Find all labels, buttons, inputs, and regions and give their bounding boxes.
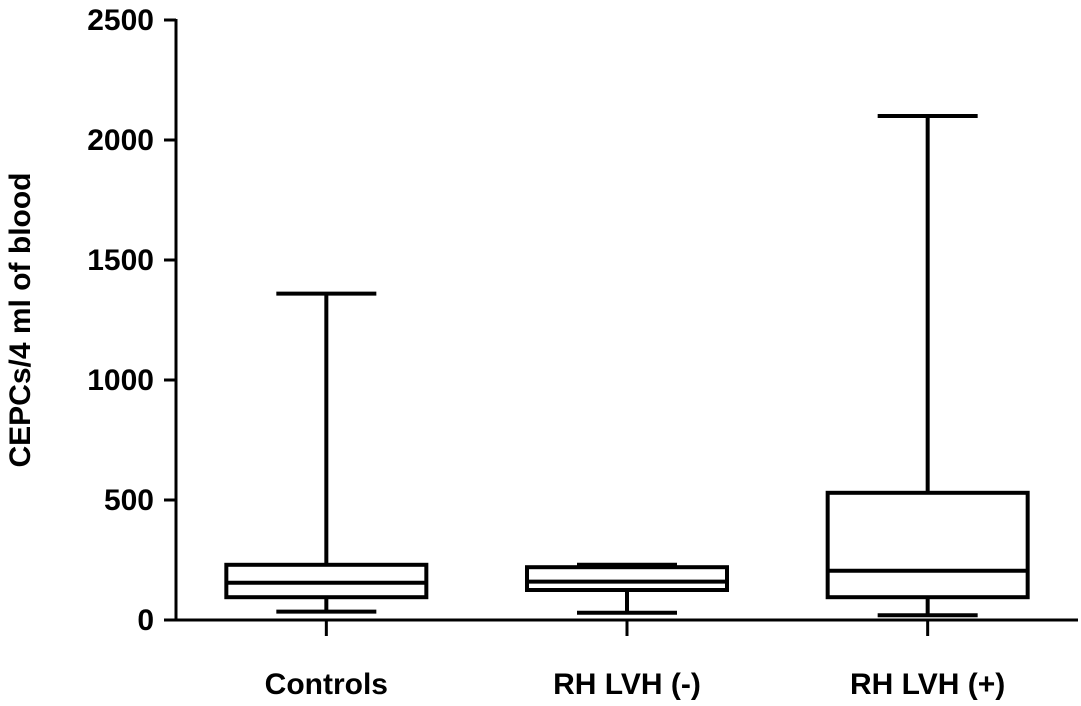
y-tick-label: 500 <box>104 484 154 517</box>
box-group <box>224 291 429 614</box>
x-axis-ticks: Controls RH LVH (-) RH LVH (+) <box>265 620 1005 701</box>
iqr-box <box>525 565 729 593</box>
y-tick-label: 1500 <box>87 244 154 277</box>
box-group <box>525 562 729 615</box>
x-tick-label: RH LVH (-) <box>553 668 701 701</box>
y-tick-label: 2500 <box>87 4 154 37</box>
y-tick-label: 2000 <box>87 124 154 157</box>
box-group <box>825 114 1030 618</box>
box-series <box>224 114 1030 618</box>
x-tick-label: RH LVH (+) <box>850 668 1005 701</box>
y-tick-label: 0 <box>137 604 154 637</box>
y-tick-label: 1000 <box>87 364 154 397</box>
y-axis-title: CEPCs/4 ml of blood <box>4 172 37 467</box>
iqr-box <box>825 490 1030 600</box>
y-axis-ticks: 0 500 1000 1500 2000 2500 <box>87 4 176 637</box>
x-tick-label: Controls <box>265 668 388 701</box>
